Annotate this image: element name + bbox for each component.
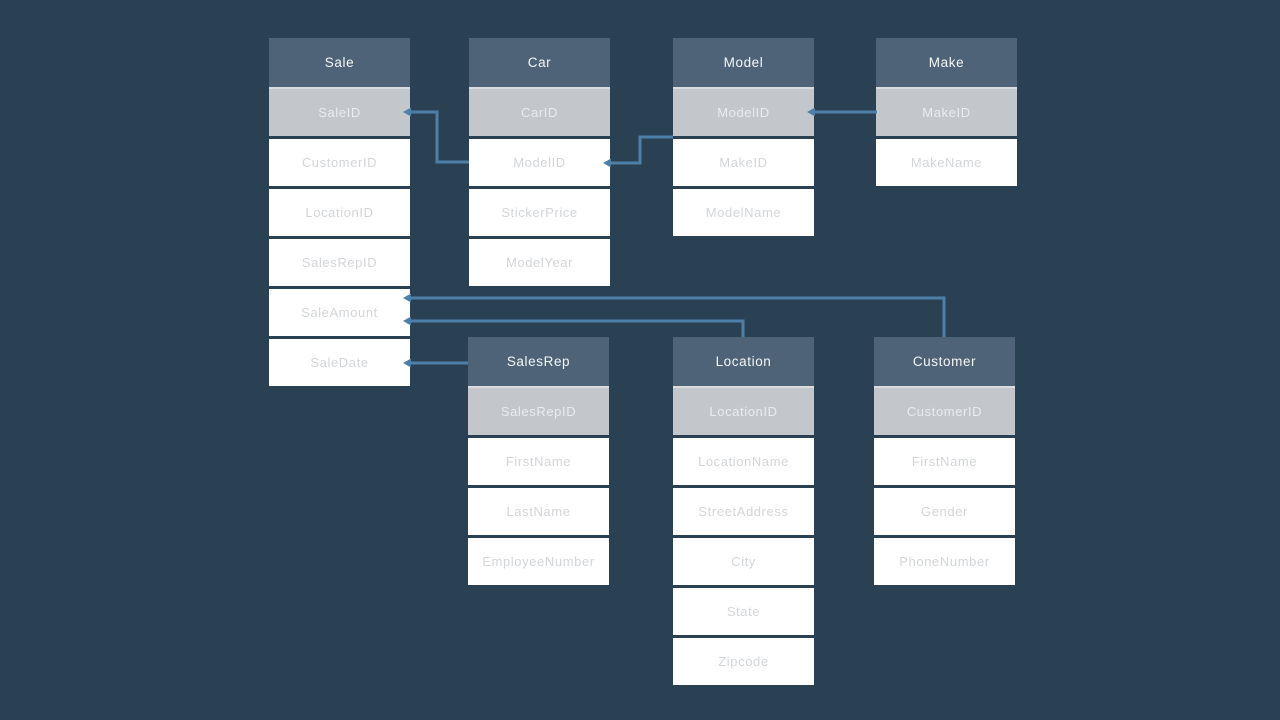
entity-field: LocationName xyxy=(673,438,814,485)
relationship-line-car-to-model xyxy=(610,135,673,165)
entity-primary-key-field: ModelID xyxy=(673,89,814,136)
entity-field: StreetAddress xyxy=(673,488,814,535)
entity-field: SalesRepID xyxy=(269,239,410,286)
header-separator xyxy=(876,87,1017,89)
entity-field: MakeID xyxy=(673,139,814,186)
entity-field: ModelID xyxy=(469,139,610,186)
header-separator xyxy=(468,386,609,388)
entity-field: MakeName xyxy=(876,139,1017,186)
entity-field: SaleDate xyxy=(269,339,410,386)
entity-primary-key-field: CarID xyxy=(469,89,610,136)
entity-field: CustomerID xyxy=(269,139,410,186)
entity-field: City xyxy=(673,538,814,585)
entity-table-title: Customer xyxy=(874,337,1015,386)
entity-field: Gender xyxy=(874,488,1015,535)
entity-primary-key-field: LocationID xyxy=(673,388,814,435)
entity-primary-key-field: SaleID xyxy=(269,89,410,136)
entity-field: SaleAmount xyxy=(269,289,410,336)
relationship-line-sale-to-location xyxy=(410,319,745,337)
entity-table-title: Model xyxy=(673,38,814,87)
entity-primary-key-field: MakeID xyxy=(876,89,1017,136)
entity-primary-key-field: CustomerID xyxy=(874,388,1015,435)
relationship-line-sale-to-customer xyxy=(410,296,946,337)
entity-field: LastName xyxy=(468,488,609,535)
header-separator xyxy=(673,386,814,388)
relationship-line-sale-to-car xyxy=(410,110,469,164)
entity-field: LocationID xyxy=(269,189,410,236)
header-separator xyxy=(673,87,814,89)
header-separator xyxy=(874,386,1015,388)
header-separator xyxy=(269,87,410,89)
entity-primary-key-field: SalesRepID xyxy=(468,388,609,435)
entity-field: ModelName xyxy=(673,189,814,236)
header-separator xyxy=(469,87,610,89)
entity-field: PhoneNumber xyxy=(874,538,1015,585)
entity-field: FirstName xyxy=(468,438,609,485)
entity-table-title: Sale xyxy=(269,38,410,87)
entity-field: State xyxy=(673,588,814,635)
entity-table-title: SalesRep xyxy=(468,337,609,386)
entity-table-title: Make xyxy=(876,38,1017,87)
entity-field: ModelYear xyxy=(469,239,610,286)
entity-table-title: Car xyxy=(469,38,610,87)
entity-field: Zipcode xyxy=(673,638,814,685)
entity-table-title: Location xyxy=(673,337,814,386)
entity-field: StickerPrice xyxy=(469,189,610,236)
entity-field: EmployeeNumber xyxy=(468,538,609,585)
entity-field: FirstName xyxy=(874,438,1015,485)
